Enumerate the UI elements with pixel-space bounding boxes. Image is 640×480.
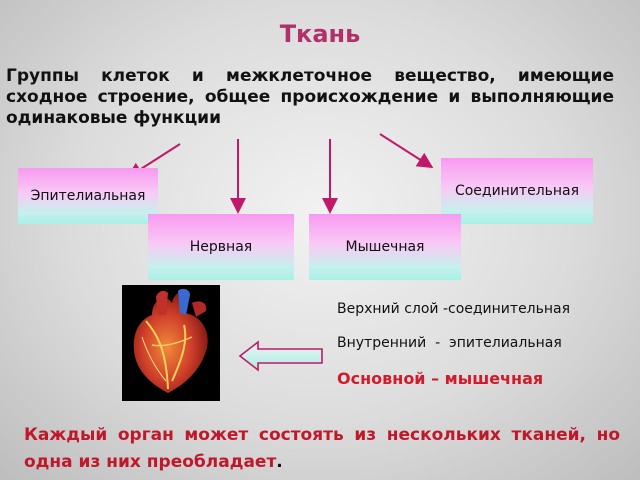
conclusion-text: Каждый орган может состоять из нескольки… [24,422,620,476]
slide-title: Ткань [279,20,361,48]
conclusion-period: . [276,452,283,472]
tissue-box-muscular: Мышечная [309,214,461,280]
arrow-to-connective [379,133,434,169]
tissue-box-connective: Соединительная [441,158,593,224]
tissue-box-epithelial: Эпителиальная [18,168,158,224]
heart-layer-inner: Внутренний - эпителиальная [337,335,562,351]
tissue-label-epithelial: Эпителиальная [30,188,146,204]
left-arrow-icon [238,340,323,372]
heart-layer-main: Основной – мышечная [337,369,544,388]
heart-layer-outer: Верхний слой -соединительная [337,301,571,317]
tissue-definition: Группы клеток и межклеточное вещество, и… [6,66,614,128]
tissue-label-connective: Соединительная [454,183,580,199]
tissue-label-nervous: Нервная [189,239,253,255]
tissue-label-muscular: Мышечная [345,239,425,255]
anatomical-heart-icon [122,285,220,401]
conclusion-body: Каждый орган может состоять из нескольки… [24,425,620,472]
tissue-box-nervous: Нервная [148,214,294,280]
